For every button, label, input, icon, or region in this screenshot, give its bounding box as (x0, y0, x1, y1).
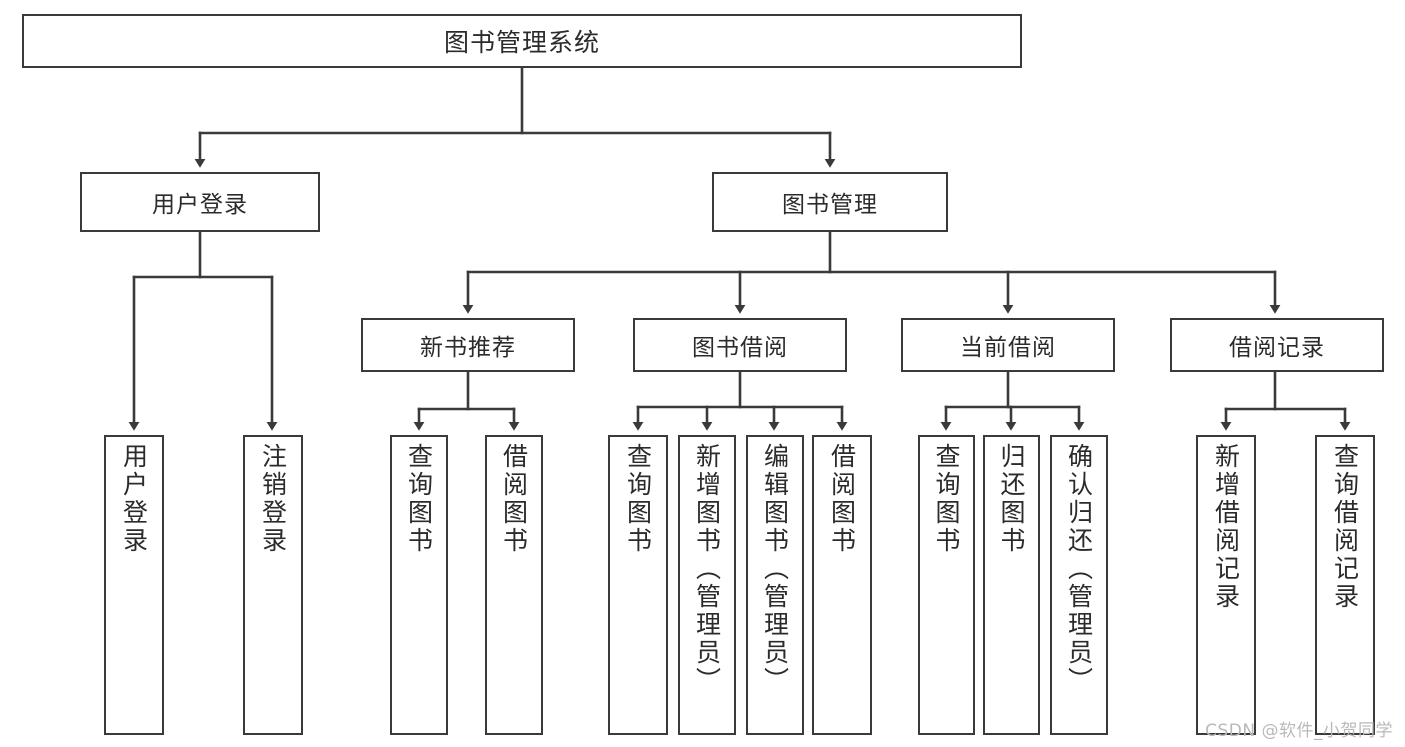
leaf-label: 编辑图书（管理员） (760, 443, 790, 695)
node-current-borrow[interactable]: 当前借阅 (901, 318, 1115, 372)
node-new-book-recommend[interactable]: 新书推荐 (361, 318, 575, 372)
leaf-user-login-signin[interactable]: 用户登录 (104, 435, 164, 735)
leaf-current-confirm-return[interactable]: 确认归还（管理员） (1050, 435, 1108, 735)
leaf-records-add-record[interactable]: 新增借阅记录 (1196, 435, 1256, 735)
leaf-label: 新增图书（管理员） (692, 443, 722, 695)
node-borrow-records[interactable]: 借阅记录 (1170, 318, 1384, 372)
leaf-user-login-signout[interactable]: 注销登录 (243, 435, 303, 735)
leaf-borrow-edit-book[interactable]: 编辑图书（管理员） (746, 435, 804, 735)
leaf-borrow-borrow-book[interactable]: 借阅图书 (812, 435, 872, 735)
leaf-new-book-borrow[interactable]: 借阅图书 (485, 435, 543, 735)
leaf-label: 查询图书 (932, 443, 961, 555)
leaf-label: 查询图书 (623, 443, 653, 555)
leaf-label: 借阅图书 (499, 443, 529, 555)
leaf-new-book-query[interactable]: 查询图书 (390, 435, 448, 735)
node-book-borrow[interactable]: 图书借阅 (633, 318, 847, 372)
node-root[interactable]: 图书管理系统 (22, 14, 1022, 68)
node-root-label: 图书管理系统 (443, 28, 600, 57)
node-borrow-records-label: 借阅记录 (1229, 335, 1325, 361)
csdn-watermark: CSDN @软件_小贺同学 (1205, 721, 1393, 741)
node-user-login[interactable]: 用户登录 (80, 172, 320, 232)
node-user-login-label: 用户登录 (152, 192, 248, 218)
leaf-label: 用户登录 (119, 443, 149, 555)
leaf-current-query-book[interactable]: 查询图书 (918, 435, 975, 735)
node-current-borrow-label: 当前借阅 (960, 335, 1056, 361)
node-book-management[interactable]: 图书管理 (712, 172, 948, 232)
leaf-label: 注销登录 (258, 443, 288, 555)
leaf-label: 查询图书 (404, 443, 434, 555)
leaf-current-return-book[interactable]: 归还图书 (983, 435, 1040, 735)
leaf-label: 确认归还（管理员） (1064, 443, 1094, 695)
leaf-borrow-query-book[interactable]: 查询图书 (608, 435, 668, 735)
leaf-label: 归还图书 (997, 443, 1026, 555)
leaf-label: 查询借阅记录 (1330, 443, 1360, 611)
leaf-label: 借阅图书 (827, 443, 857, 555)
node-book-management-label: 图书管理 (782, 192, 878, 218)
leaf-records-query-record[interactable]: 查询借阅记录 (1315, 435, 1375, 735)
node-new-book-recommend-label: 新书推荐 (420, 335, 516, 361)
leaf-label: 新增借阅记录 (1211, 443, 1241, 611)
node-book-borrow-label: 图书借阅 (692, 335, 788, 361)
leaf-borrow-add-book[interactable]: 新增图书（管理员） (678, 435, 736, 735)
